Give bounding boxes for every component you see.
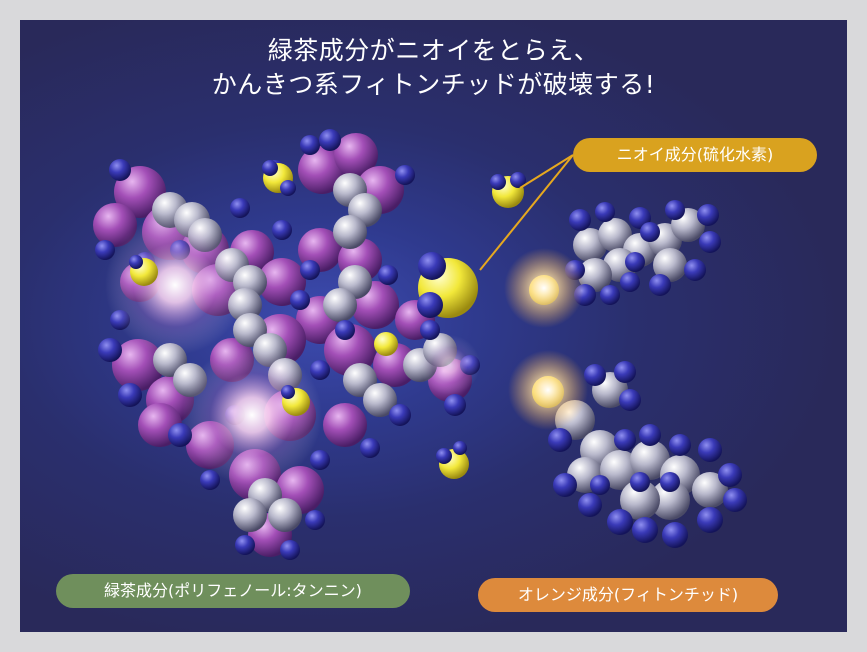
phytoncide-molecules bbox=[504, 200, 747, 548]
odor-component-label: ニオイ成分(硫化水素) bbox=[573, 138, 817, 172]
headline-line-2: かんきつ系フィトンチッドが破壊する! bbox=[211, 70, 656, 99]
illustration-panel: 緑茶成分がニオイをとらえ、 かんきつ系フィトンチッドが破壊する! ニオイ成分(硫… bbox=[20, 20, 847, 632]
odor-callout-lines bbox=[479, 154, 574, 271]
molecule-illustration bbox=[93, 129, 747, 560]
headline: 緑茶成分がニオイをとらえ、 かんきつ系フィトンチッドが破壊する! bbox=[20, 34, 847, 102]
headline-line-1: 緑茶成分がニオイをとらえ、 bbox=[267, 36, 600, 65]
orange-component-label: オレンジ成分(フィトンチッド) bbox=[478, 578, 778, 612]
green-tea-component-label: 緑茶成分(ポリフェノール:タンニン) bbox=[56, 574, 410, 608]
